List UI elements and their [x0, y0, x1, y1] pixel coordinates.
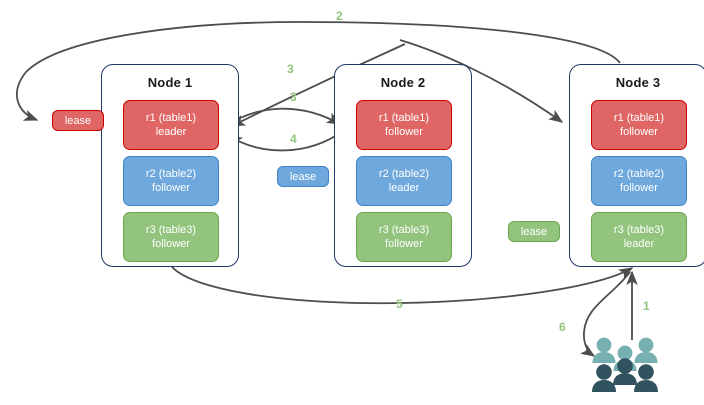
replica-name: r1 (table1)	[145, 112, 197, 124]
replica-name: r3 (table3)	[613, 224, 665, 236]
replica-r1[interactable]: r1 (table1) leader	[123, 100, 219, 150]
replica-role: follower	[385, 126, 423, 138]
replica-role: follower	[620, 182, 658, 194]
replica-r2[interactable]: r2 (table2) leader	[356, 156, 452, 206]
edge-4-path	[227, 130, 344, 152]
edge-label-1: 1	[643, 299, 650, 313]
replica-role: follower	[620, 126, 658, 138]
replica-role: follower	[152, 238, 190, 250]
edge-3-lower-path	[221, 107, 342, 129]
replica-r2[interactable]: r2 (table2) follower	[591, 156, 687, 206]
replica-r3[interactable]: r3 (table3) follower	[356, 212, 452, 262]
edge-label-4: 4	[290, 132, 297, 146]
edge-label-3-lower: 3	[290, 90, 297, 104]
replica-role: leader	[623, 238, 655, 250]
replica-name: r2 (table2)	[613, 168, 665, 180]
replica-r3[interactable]: r3 (table3) follower	[123, 212, 219, 262]
edge-label-6: 6	[559, 320, 566, 334]
node-box-1[interactable]: Node 1 r1 (table1) leader r2 (table2) fo…	[101, 64, 239, 267]
edge-label-3-upper: 3	[287, 62, 294, 76]
lease-badge-table3[interactable]: lease	[508, 221, 560, 242]
replica-name: r3 (table3)	[145, 224, 197, 236]
lease-badge-table1[interactable]: lease	[52, 110, 104, 131]
replica-role: leader	[388, 182, 420, 194]
node-title: Node 1	[147, 75, 193, 90]
replica-name: r3 (table3)	[378, 224, 430, 236]
edge-label-2: 2	[336, 9, 343, 23]
replica-name: r1 (table1)	[378, 112, 430, 124]
replica-r1[interactable]: r1 (table1) follower	[591, 100, 687, 150]
replica-role: follower	[385, 238, 423, 250]
replica-role: leader	[155, 126, 187, 138]
lease-badge-table2[interactable]: lease	[277, 166, 329, 187]
edge-label-5: 5	[396, 297, 403, 311]
node-box-3[interactable]: Node 3 r1 (table1) follower r2 (table2) …	[569, 64, 704, 267]
node-box-2[interactable]: Node 2 r1 (table1) follower r2 (table2) …	[334, 64, 472, 267]
replica-name: r1 (table1)	[613, 112, 665, 124]
replica-name: r2 (table2)	[145, 168, 197, 180]
replica-role: follower	[152, 182, 190, 194]
replica-r3[interactable]: r3 (table3) leader	[591, 212, 687, 262]
node-title: Node 2	[380, 75, 426, 90]
node-title: Node 3	[615, 75, 661, 90]
users-icon	[592, 337, 658, 392]
replica-name: r2 (table2)	[378, 168, 430, 180]
replica-r1[interactable]: r1 (table1) follower	[356, 100, 452, 150]
replica-r2[interactable]: r2 (table2) follower	[123, 156, 219, 206]
